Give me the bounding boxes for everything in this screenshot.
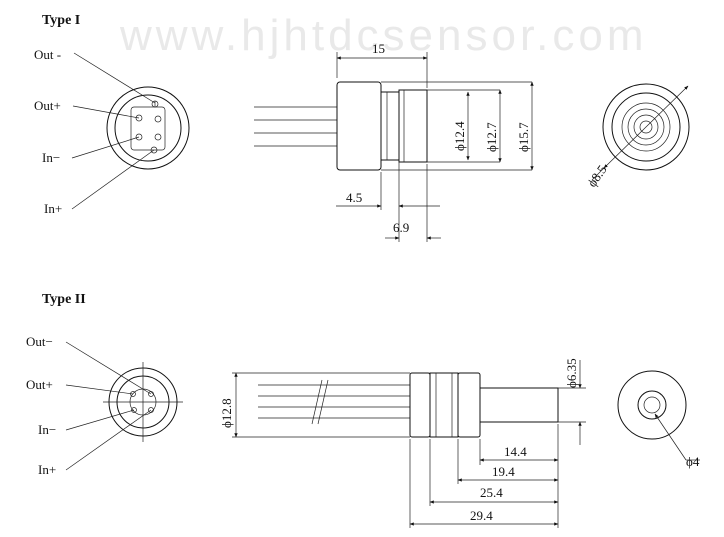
type1-label-in-plus: In+ — [44, 201, 62, 216]
type1-dim-length-6-9: 6.9 — [393, 220, 409, 235]
type2-label-out-minus: Out− — [26, 334, 53, 349]
type1-label-out-minus: Out - — [34, 47, 61, 62]
type2-title: Type II — [42, 292, 86, 307]
type2-dim-d12-8: ϕ12.8 — [219, 398, 234, 428]
type2-dim-length-14-4: 14.4 — [504, 444, 527, 459]
type2-label-in-plus: In+ — [38, 462, 56, 477]
type1-dim-d12-7: ϕ12.7 — [484, 122, 499, 152]
type2-label-out-plus: Out+ — [26, 377, 53, 392]
type1-pin-view — [106, 86, 190, 170]
type1-dim-d15-7: ϕ15.7 — [516, 122, 531, 152]
watermark-text: www.hjhtdcsensor.com — [119, 11, 648, 60]
type2-pin-leaders — [65, 341, 152, 471]
type1-label-in-minus: In− — [42, 150, 60, 165]
type1-title: Type I — [42, 13, 80, 28]
type1-pin-leaders — [71, 52, 156, 210]
type2-front-view — [617, 370, 687, 440]
type2-dim-length-25-4: 25.4 — [480, 485, 503, 500]
type2-dim-length-29-4: 29.4 — [470, 508, 493, 523]
type2-dim-length-19-4: 19.4 — [492, 464, 515, 479]
type2-dim-d6-35: ϕ6.35 — [564, 358, 579, 388]
type1-dim-d12-4: ϕ12.4 — [452, 121, 467, 151]
type1-dim-length-15: 15 — [372, 41, 385, 56]
type1-side-view — [254, 81, 532, 171]
type2-label-in-minus: In− — [38, 422, 56, 437]
type1-dim-length-4-5: 4.5 — [346, 190, 362, 205]
type1-label-out-plus: Out+ — [34, 98, 61, 113]
type2-dim-d4: ϕ4 — [686, 454, 700, 469]
type2-pin-view — [103, 362, 183, 442]
type2-side-view — [232, 372, 586, 438]
